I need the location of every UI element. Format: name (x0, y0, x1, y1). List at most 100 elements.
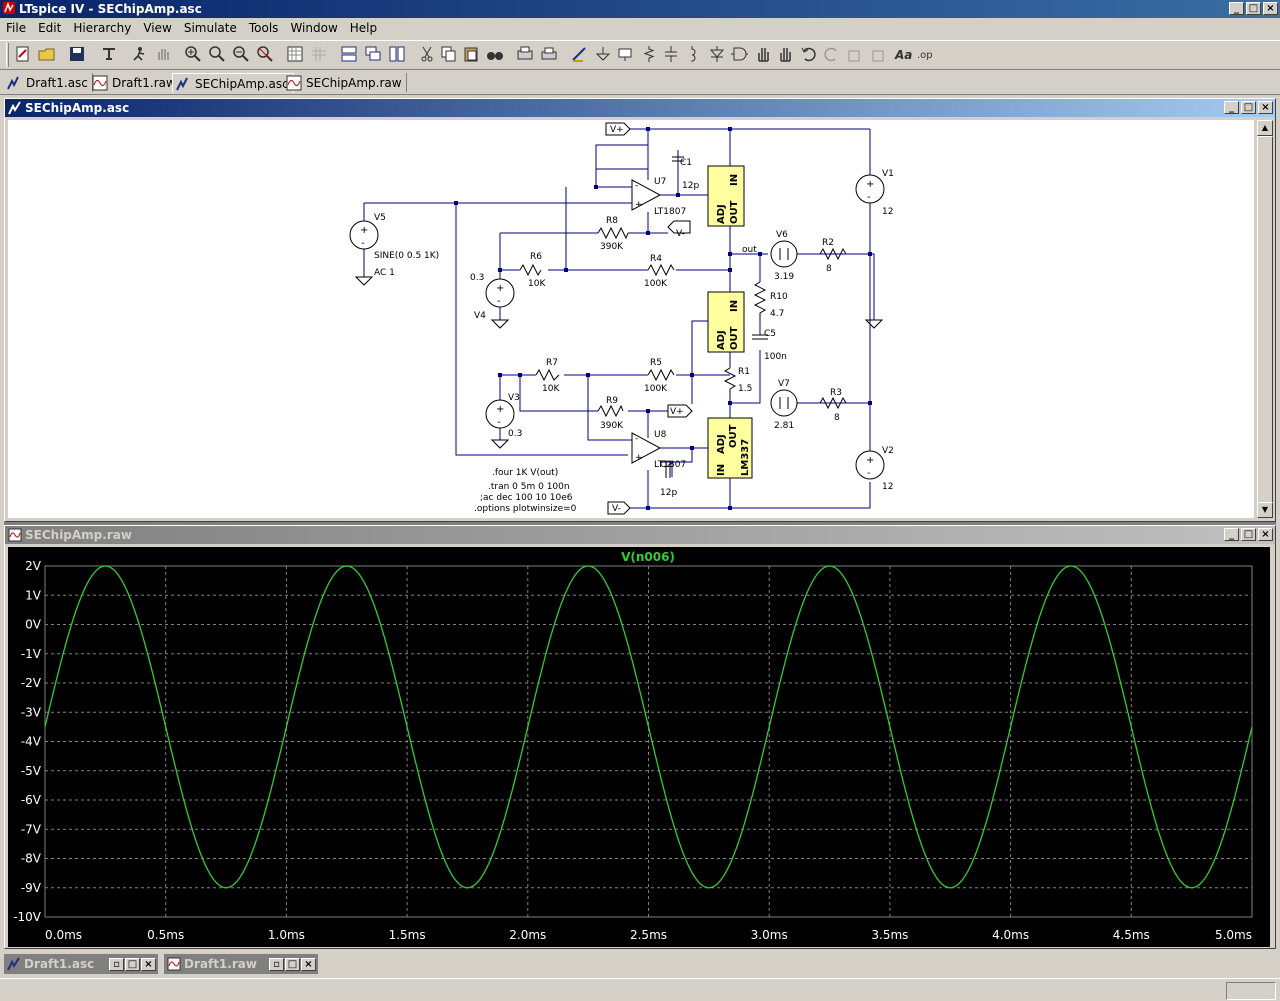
pan-zoom-icon[interactable] (208, 45, 226, 63)
tab-draft1-raw[interactable]: Draft1.raw (90, 73, 181, 92)
find-icon[interactable] (486, 45, 504, 63)
menu-tools[interactable]: Tools (248, 21, 279, 35)
spice-directive-tran[interactable]: .tran 0 5m 0 100n (488, 482, 570, 492)
u-reg3-in-pin: IN (716, 464, 727, 476)
schematic-close-button[interactable]: × (1258, 101, 1273, 114)
menu-help[interactable]: Help (349, 21, 378, 35)
zoom-fit-icon[interactable] (256, 45, 274, 63)
grid-icon[interactable] (310, 45, 328, 63)
r1-value: 1.5 (738, 384, 752, 394)
capacitor-icon[interactable] (662, 45, 680, 63)
tab-sechipamp-raw[interactable]: SEChipAmp.raw (284, 73, 407, 92)
print-icon[interactable] (540, 45, 558, 63)
tile-vertical-icon[interactable] (388, 45, 406, 63)
close-button[interactable]: × (1263, 2, 1278, 15)
save-icon[interactable] (68, 45, 86, 63)
restore-button[interactable]: □ (1246, 2, 1261, 15)
cut-icon[interactable] (418, 45, 436, 63)
x-tick-label: 0.0ms (45, 928, 82, 942)
schematic-maximize-button[interactable]: □ (1241, 101, 1256, 114)
menu-view[interactable]: View (143, 21, 172, 35)
waveform-chart: V(n006) 2V1V0V-1V-2V-3V-4V-5V-6V-7V-8V-9… (13, 550, 1253, 942)
schematic-vertical-scrollbar[interactable]: ▲ ▼ (1257, 120, 1273, 518)
y-tick-label: -8V (21, 852, 42, 866)
svg-text:Aa: Aa (894, 48, 912, 62)
spice-directive-four[interactable]: .four 1K V(out) (492, 468, 558, 478)
zoom-in-icon[interactable] (184, 45, 202, 63)
control-panel-icon[interactable] (100, 45, 118, 63)
move-hand-icon[interactable] (754, 45, 772, 63)
scroll-thumb[interactable] (1257, 136, 1273, 510)
u-reg3-part: LM337 (740, 439, 751, 476)
new-schematic-icon[interactable] (14, 45, 32, 63)
spice-directive-options[interactable]: .options plotwinsize=0 (474, 504, 577, 514)
rotate-icon[interactable] (846, 45, 864, 63)
scroll-up-button[interactable]: ▲ (1257, 120, 1273, 136)
y-tick-label: 2V (25, 559, 42, 573)
r7-label: R7 (546, 358, 558, 368)
diode-icon[interactable] (708, 45, 726, 63)
menu-window[interactable]: Window (290, 21, 338, 35)
tile-horizontal-icon[interactable] (340, 45, 358, 63)
waveform-maximize-button[interactable]: □ (1241, 528, 1256, 541)
minimized-draft1-raw[interactable]: Draft1.raw ▫ □ × (164, 954, 318, 974)
autorange-icon[interactable] (286, 45, 304, 63)
copy-icon[interactable] (440, 45, 458, 63)
component-icon[interactable] (730, 45, 748, 63)
y-tick-label: -4V (21, 735, 42, 749)
ground-icon[interactable] (594, 45, 612, 63)
maximize-button[interactable]: □ (285, 957, 300, 971)
schematic-minimize-button[interactable]: _ (1224, 101, 1239, 114)
zoom-out-icon[interactable] (232, 45, 250, 63)
x-tick-label: 0.5ms (147, 928, 184, 942)
maximize-button[interactable]: □ (125, 957, 140, 971)
waveform-close-button[interactable]: × (1258, 528, 1273, 541)
spice-comment-ac[interactable]: ;ac dec 100 10 10e6 (480, 493, 573, 503)
halt-hand-icon[interactable] (154, 45, 172, 63)
app-titlebar: LTspice IV - SEChipAmp.asc _ □ × (0, 0, 1280, 18)
c5-label: C5 (764, 329, 776, 339)
inductor-icon[interactable] (684, 45, 702, 63)
text-icon[interactable]: Aa (894, 45, 912, 63)
restore-button[interactable]: ▫ (269, 957, 284, 971)
scroll-down-button[interactable]: ▼ (1257, 502, 1273, 518)
close-button[interactable]: × (301, 957, 316, 971)
c2-value: 12p (660, 488, 677, 498)
schematic-canvas[interactable]: -+ -+ (8, 120, 1254, 518)
menu-edit[interactable]: Edit (38, 21, 62, 35)
net-label-vminus: V- (612, 504, 621, 514)
plot-grid (44, 565, 1253, 918)
drag-hand-icon[interactable] (776, 45, 794, 63)
close-button[interactable]: × (141, 957, 156, 971)
draw-wire-icon[interactable] (570, 45, 588, 63)
cascade-icon[interactable] (364, 45, 382, 63)
minimized-draft1-asc[interactable]: Draft1.asc ▫ □ × (4, 954, 158, 974)
v2-label: V2 (882, 446, 894, 456)
x-tick-label: 3.5ms (871, 928, 908, 942)
minimize-button[interactable]: _ (1229, 2, 1244, 15)
run-icon[interactable] (130, 45, 148, 63)
waveform-minimize-button[interactable]: _ (1224, 528, 1239, 541)
menu-simulate[interactable]: Simulate (183, 21, 237, 35)
tab-draft1-asc[interactable]: Draft1.asc (4, 73, 93, 92)
r4-label: R4 (650, 254, 662, 264)
undo-icon[interactable] (800, 45, 818, 63)
resistor-icon[interactable] (640, 45, 658, 63)
restore-button[interactable]: ▫ (109, 957, 124, 971)
tab-sechipamp-asc[interactable]: SEChipAmp.asc (172, 73, 294, 93)
redo-icon[interactable] (822, 45, 840, 63)
mirror-icon[interactable] (870, 45, 888, 63)
schematic-icon (7, 957, 20, 971)
svg-text:.op: .op (917, 50, 933, 61)
menu-hierarchy[interactable]: Hierarchy (73, 21, 132, 35)
label-net-icon[interactable] (616, 45, 634, 63)
open-folder-icon[interactable] (38, 45, 56, 63)
trace-v-n006[interactable] (44, 565, 1253, 889)
menu-file[interactable]: File (6, 21, 27, 35)
spice-directive-icon[interactable]: .op (916, 45, 934, 63)
v7-label: V7 (778, 379, 790, 389)
paste-icon[interactable] (462, 45, 480, 63)
trace-label[interactable]: V(n006) (621, 550, 675, 564)
print-preview-icon[interactable] (516, 45, 534, 63)
